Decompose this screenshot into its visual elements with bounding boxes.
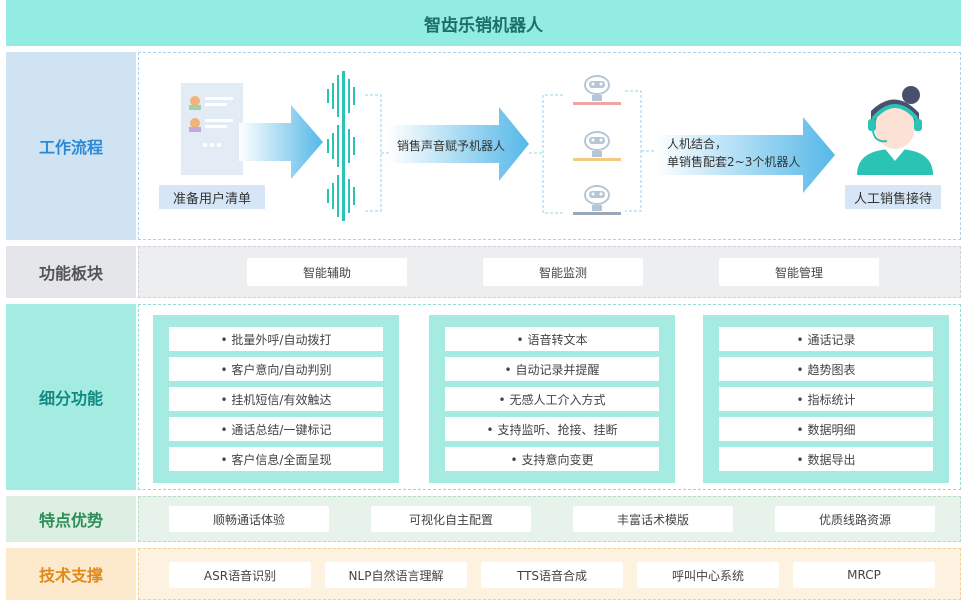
arrow-right-icon [655, 117, 835, 193]
document-list-icon [181, 83, 243, 175]
customer-service-agent-icon [857, 86, 933, 175]
features-row: 特点优势 顺畅通话体验 可视化自主配置 丰富话术模版 优质线路资源 [6, 496, 961, 542]
features-label: 特点优势 [6, 496, 136, 542]
detail-item: • 挂机短信/有效触达 [169, 387, 383, 411]
workflow-row: 工作流程 准备用户清单 [6, 52, 961, 240]
detail-content: • 批量外呼/自动拨打 • 客户意向/自动判别 • 挂机短信/有效触达 • 通话… [138, 304, 961, 490]
tech-item: 呼叫中心系统 [637, 562, 779, 588]
detail-panel-manage: • 通话记录 • 趋势图表 • 指标统计 • 数据明细 • 数据导出 [703, 315, 949, 483]
connector-lines-right [625, 90, 655, 212]
page-title: 智齿乐销机器人 [6, 0, 961, 46]
detail-item: • 趋势图表 [719, 357, 933, 381]
detail-item: • 通话总结/一键标记 [169, 417, 383, 441]
detail-item: • 支持意向变更 [445, 447, 659, 471]
modules-row: 功能板块 智能辅助 智能监测 智能管理 [6, 246, 961, 298]
detail-panel-assist: • 批量外呼/自动拨打 • 客户意向/自动判别 • 挂机短信/有效触达 • 通话… [153, 315, 399, 483]
tech-row: 技术支撑 ASR语音识别 NLP自然语言理解 TTS语音合成 呼叫中心系统 MR… [6, 548, 961, 600]
robot-icon [573, 75, 621, 105]
features-content: 顺畅通话体验 可视化自主配置 丰富话术模版 优质线路资源 [138, 496, 961, 542]
user-list-tag: 准备用户清单 [159, 185, 265, 209]
voice-to-robot-text: 销售声音赋予机器人 [397, 139, 506, 153]
workflow-content: 准备用户清单 销售声音赋予机器人 [138, 52, 961, 240]
detail-item: • 无感人工介入方式 [445, 387, 659, 411]
combo-text-line2: 单销售配套2~3个机器人 [667, 155, 801, 169]
detail-item: • 通话记录 [719, 327, 933, 351]
detail-item: • 指标统计 [719, 387, 933, 411]
combo-text-line1: 人机结合， [667, 137, 728, 151]
feature-item: 可视化自主配置 [371, 506, 531, 532]
modules-content: 智能辅助 智能监测 智能管理 [138, 246, 961, 298]
detail-item: • 批量外呼/自动拨打 [169, 327, 383, 351]
feature-item: 优质线路资源 [775, 506, 935, 532]
tech-item: MRCP [793, 562, 935, 588]
module-item: 智能辅助 [247, 258, 407, 286]
detail-item: • 客户意向/自动判别 [169, 357, 383, 381]
feature-item: 顺畅通话体验 [169, 506, 329, 532]
tech-item: TTS语音合成 [481, 562, 623, 588]
detail-item: • 语音转文本 [445, 327, 659, 351]
agent-tag: 人工销售接待 [845, 185, 941, 209]
workflow-label: 工作流程 [6, 52, 136, 240]
detail-row: 细分功能 • 批量外呼/自动拨打 • 客户意向/自动判别 • 挂机短信/有效触达… [6, 304, 961, 490]
module-item: 智能管理 [719, 258, 879, 286]
arrow-right-icon [239, 105, 323, 179]
detail-item: • 数据导出 [719, 447, 933, 471]
robot-icon [573, 131, 621, 161]
sound-wave-icon [327, 71, 355, 221]
connector-lines-middle [529, 94, 563, 214]
arrow-right-icon [389, 107, 529, 181]
tech-item: NLP自然语言理解 [325, 562, 467, 588]
detail-item: • 数据明细 [719, 417, 933, 441]
detail-item: • 支持监听、抢接、挂断 [445, 417, 659, 441]
module-item: 智能监测 [483, 258, 643, 286]
detail-label: 细分功能 [6, 304, 136, 490]
modules-label: 功能板块 [6, 246, 136, 298]
feature-item: 丰富话术模版 [573, 506, 733, 532]
detail-item: • 客户信息/全面呈现 [169, 447, 383, 471]
detail-item: • 自动记录并提醒 [445, 357, 659, 381]
tech-item: ASR语音识别 [169, 562, 311, 588]
tech-content: ASR语音识别 NLP自然语言理解 TTS语音合成 呼叫中心系统 MRCP [138, 548, 961, 600]
detail-panel-monitor: • 语音转文本 • 自动记录并提醒 • 无感人工介入方式 • 支持监听、抢接、挂… [429, 315, 675, 483]
robot-icon [573, 185, 621, 215]
tech-label: 技术支撑 [6, 548, 136, 600]
